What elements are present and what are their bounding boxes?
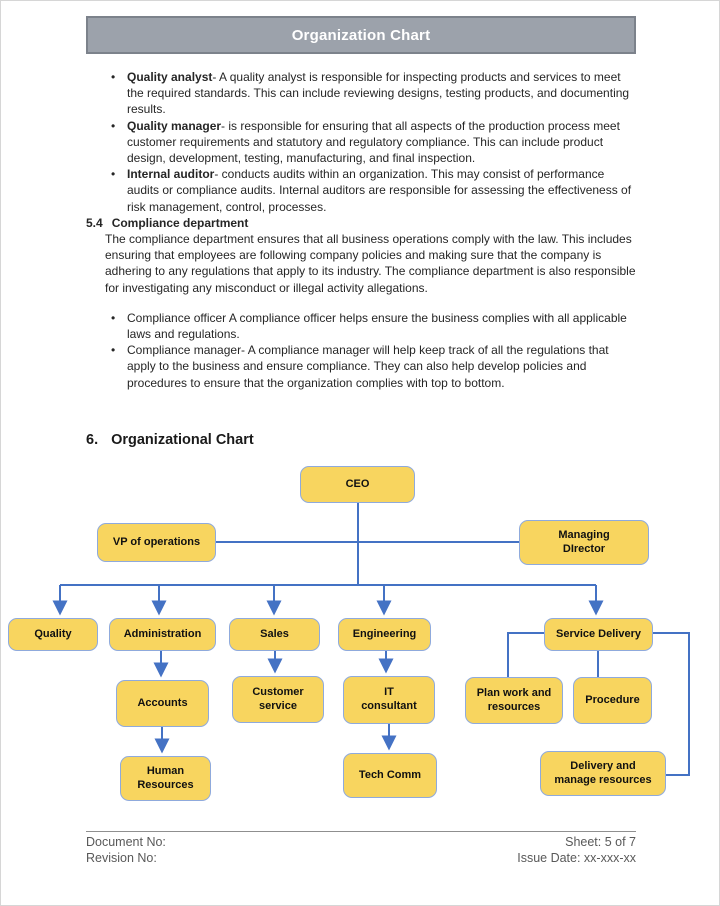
- compliance-roles-list: Compliance officer A compliance officer …: [86, 310, 638, 391]
- org-chart-connectors: [52, 503, 690, 776]
- org-node-administration: Administration: [109, 618, 216, 651]
- document-footer: Document No: Sheet: 5 of 7 Revision No: …: [86, 831, 636, 866]
- quality-roles-list: Quality analyst- A quality analyst is re…: [86, 69, 638, 215]
- org-node-delivery-and-manage-resources: Delivery and manage resources: [540, 751, 666, 796]
- bullet-text: Compliance manager- A compliance manager…: [127, 343, 609, 390]
- org-node-human-resources: Human Resources: [120, 756, 211, 801]
- org-node-customer-service: Customer service: [232, 676, 324, 723]
- org-node-managing-director: Managing DIrector: [519, 520, 649, 565]
- bullet-lead: Internal auditor: [127, 167, 215, 182]
- bullet-lead: Quality analyst: [127, 70, 213, 84]
- list-item: Compliance manager- A compliance manager…: [109, 342, 638, 391]
- org-node-ceo: CEO: [300, 466, 415, 503]
- section-number: 5.4: [86, 215, 103, 230]
- list-item: Quality manager- is responsible for ensu…: [109, 118, 638, 167]
- org-node-service-delivery: Service Delivery: [544, 618, 653, 651]
- org-node-engineering: Engineering: [338, 618, 431, 651]
- list-item: Internal auditor- conducts audits within…: [109, 166, 638, 215]
- org-chart: CEO VP of operations Managing DIrector Q…: [1, 466, 719, 818]
- section-5-4-heading: 5.4 Compliance department: [86, 215, 638, 231]
- list-item: Quality analyst- A quality analyst is re…: [109, 69, 638, 118]
- document-body: Quality analyst- A quality analyst is re…: [86, 69, 638, 391]
- footer-sheet: Sheet: 5 of 7: [565, 835, 636, 849]
- org-node-tech-comm: Tech Comm: [343, 753, 437, 798]
- document-header-bar: Organization Chart: [86, 16, 636, 54]
- footer-document-no: Document No:: [86, 835, 166, 849]
- org-node-it-consultant: IT consultant: [343, 676, 435, 724]
- bullet-lead: Quality manager: [127, 118, 222, 133]
- bullet-text: Compliance officer A compliance officer …: [127, 310, 627, 342]
- section-title: Organizational Chart: [111, 432, 254, 448]
- org-node-accounts: Accounts: [116, 680, 209, 727]
- page-title: Organization Chart: [291, 26, 431, 44]
- section-6-heading: 6. Organizational Chart: [86, 432, 254, 448]
- footer-issue-date: Issue Date: xx-xxx-xx: [517, 851, 636, 865]
- org-node-vp-of-operations: VP of operations: [97, 523, 216, 562]
- org-node-plan-work-and-resources: Plan work and resources: [465, 677, 563, 724]
- list-item: Compliance officer A compliance officer …: [109, 310, 638, 342]
- bullet-text: - conducts audits within an organization…: [127, 167, 632, 214]
- section-title: Compliance department: [111, 215, 249, 230]
- footer-row: Document No: Sheet: 5 of 7: [86, 834, 636, 850]
- footer-row: Revision No: Issue Date: xx-xxx-xx: [86, 850, 636, 866]
- section-5-4-body: The compliance department ensures that a…: [105, 232, 636, 295]
- org-node-procedure: Procedure: [573, 677, 652, 724]
- section-number: 6.: [86, 432, 99, 448]
- org-node-quality: Quality: [8, 618, 98, 651]
- bullet-text: - is responsible for ensuring that all a…: [127, 118, 620, 166]
- org-node-sales: Sales: [229, 618, 320, 651]
- bullet-text: - A quality analyst is responsible for i…: [127, 70, 630, 117]
- footer-revision-no: Revision No:: [86, 851, 157, 865]
